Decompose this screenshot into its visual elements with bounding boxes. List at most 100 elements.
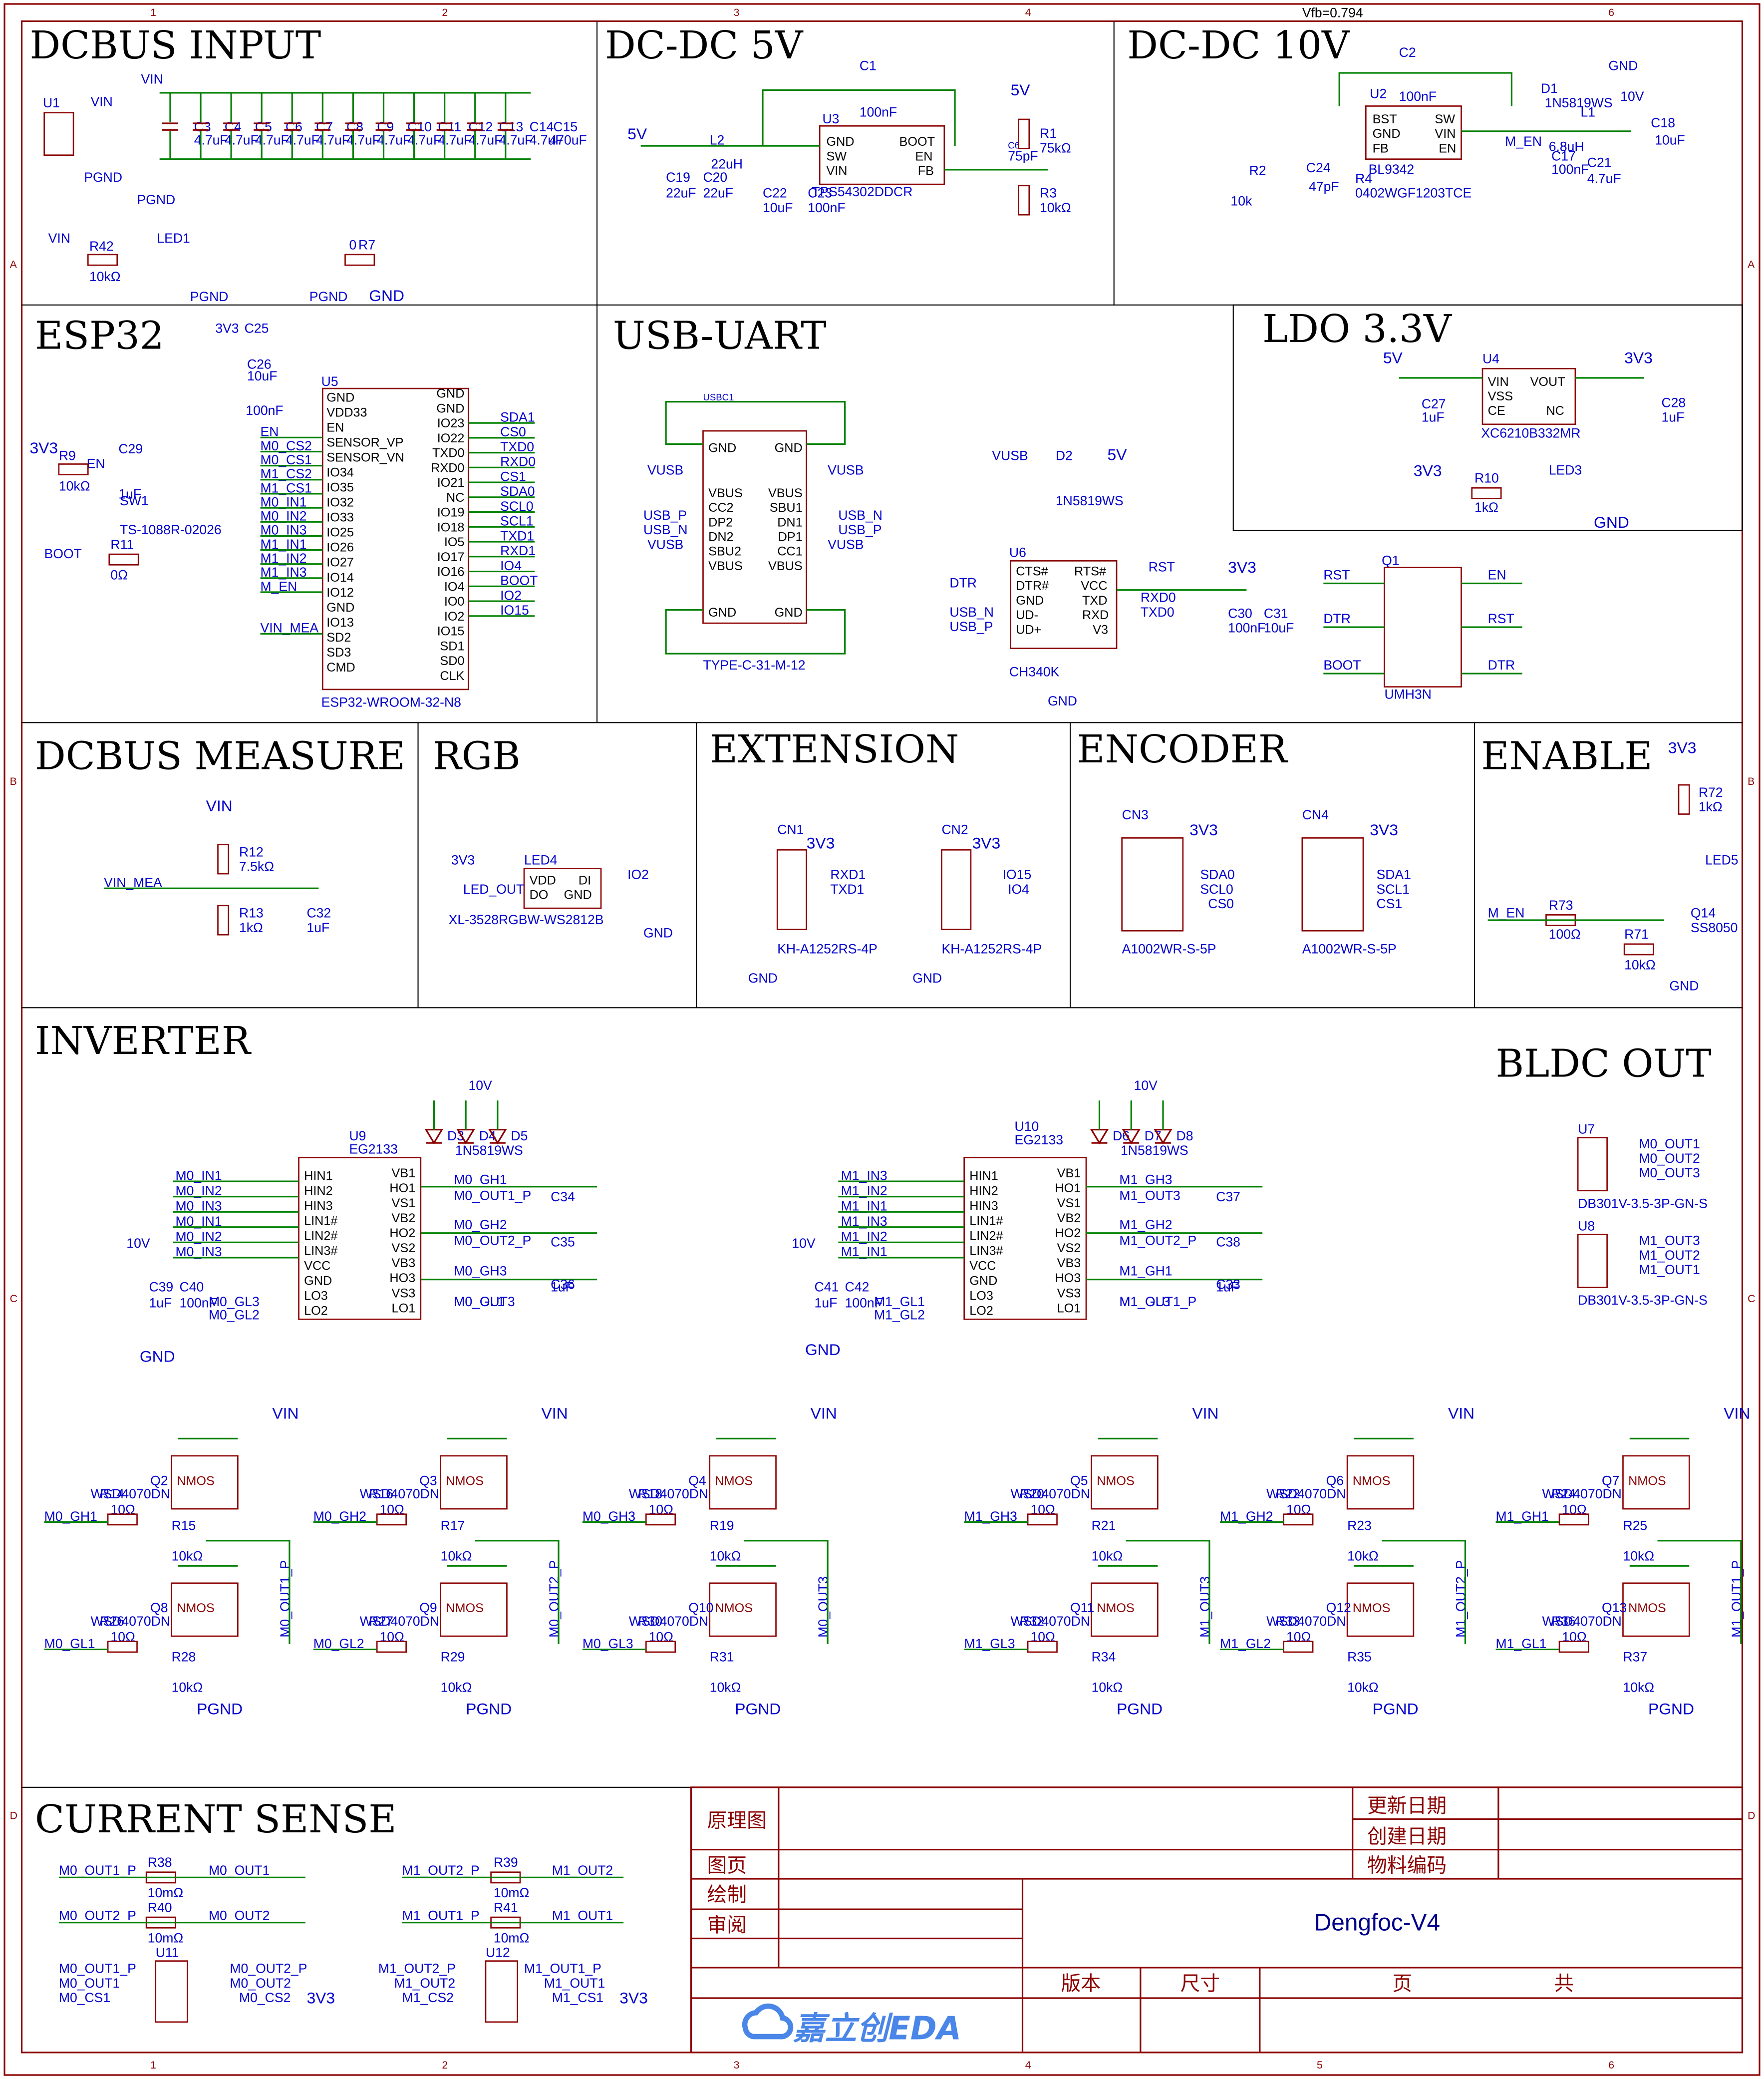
svg-text:NMOS: NMOS xyxy=(1628,1474,1666,1488)
svg-text:IO15: IO15 xyxy=(500,603,529,618)
svg-text:4: 4 xyxy=(1025,2059,1031,2071)
svg-text:NMOS: NMOS xyxy=(1097,1601,1135,1615)
svg-text:M1_OUT1_P: M1_OUT1_P xyxy=(524,1961,601,1976)
svg-text:R29: R29 xyxy=(441,1649,465,1664)
svg-text:USB_N: USB_N xyxy=(643,522,688,537)
svg-text:USB_N: USB_N xyxy=(838,508,882,523)
svg-text:10kΩ: 10kΩ xyxy=(1623,1549,1654,1564)
svg-text:1uF: 1uF xyxy=(306,920,329,935)
svg-text:CN4: CN4 xyxy=(1302,807,1329,822)
svg-text:M1_OUT1_P: M1_OUT1_P xyxy=(402,1908,480,1923)
svg-text:R27: R27 xyxy=(369,1614,393,1629)
label-update-date: 更新日期 xyxy=(1367,1794,1447,1817)
svg-text:VIN: VIN xyxy=(1435,127,1456,141)
svg-text:PGND: PGND xyxy=(1117,1700,1163,1718)
cap-value: 4.7uF xyxy=(255,132,289,147)
svg-text:CLK: CLK xyxy=(440,669,464,683)
svg-text:3V3: 3V3 xyxy=(1189,821,1218,839)
svg-text:M0_OUT1_P: M0_OUT1_P xyxy=(454,1188,531,1203)
svg-text:R7: R7 xyxy=(358,237,375,252)
svg-text:CC1: CC1 xyxy=(777,545,802,559)
svg-text:PGND: PGND xyxy=(309,289,348,304)
svg-text:U4: U4 xyxy=(1482,351,1499,366)
svg-text:IO26: IO26 xyxy=(326,541,354,555)
svg-text:B: B xyxy=(1748,775,1755,787)
svg-text:C17: C17 xyxy=(1551,148,1576,163)
svg-text:10uF: 10uF xyxy=(1264,621,1294,636)
svg-text:10kΩ: 10kΩ xyxy=(172,1680,203,1695)
svg-text:D1: D1 xyxy=(1541,81,1558,96)
svg-text:GND: GND xyxy=(826,135,854,149)
svg-text:3V3: 3V3 xyxy=(807,834,835,852)
svg-text:LO2: LO2 xyxy=(304,1304,328,1318)
cap-value: 4.7uF xyxy=(438,132,472,147)
svg-text:R41: R41 xyxy=(494,1900,518,1915)
svg-text:NMOS: NMOS xyxy=(715,1474,753,1488)
svg-text:NMOS: NMOS xyxy=(1097,1474,1135,1488)
svg-text:C25: C25 xyxy=(245,321,269,336)
svg-text:WSD4070DN: WSD4070DN xyxy=(360,1614,439,1629)
svg-text:IO34: IO34 xyxy=(326,466,354,480)
svg-text:100Ω: 100Ω xyxy=(1549,927,1581,942)
svg-text:WSD4070DN: WSD4070DN xyxy=(91,1614,170,1629)
svg-text:VBUS: VBUS xyxy=(768,559,803,573)
svg-text:M1_GL3: M1_GL3 xyxy=(964,1636,1015,1651)
svg-text:Q6: Q6 xyxy=(1326,1473,1344,1488)
svg-text:C27: C27 xyxy=(1422,396,1446,411)
section-title-ldo: LDO 3.3V xyxy=(1262,307,1452,351)
svg-text:VUSB: VUSB xyxy=(828,463,864,478)
svg-text:100nF: 100nF xyxy=(860,105,897,120)
svg-text:C40: C40 xyxy=(180,1280,204,1295)
svg-text:IO15: IO15 xyxy=(437,625,465,639)
svg-text:HO1: HO1 xyxy=(389,1181,415,1195)
svg-text:10kΩ: 10kΩ xyxy=(1623,1680,1654,1695)
svg-text:5V: 5V xyxy=(627,125,647,143)
svg-text:HO2: HO2 xyxy=(1055,1226,1081,1240)
svg-text:1N5819WS: 1N5819WS xyxy=(1545,95,1613,110)
svg-text:R34: R34 xyxy=(1092,1649,1116,1664)
svg-text:M0_GL1: M0_GL1 xyxy=(44,1636,95,1651)
svg-text:C15: C15 xyxy=(553,119,578,134)
svg-text:NMOS: NMOS xyxy=(446,1474,484,1488)
svg-text:VIN_MEA: VIN_MEA xyxy=(261,621,319,636)
svg-text:VCC: VCC xyxy=(304,1259,330,1273)
svg-text:M1_GH1: M1_GH1 xyxy=(1496,1509,1549,1524)
svg-text:10kΩ: 10kΩ xyxy=(89,269,121,284)
cap-value: 4.7uF xyxy=(407,132,441,147)
svg-text:EN: EN xyxy=(1488,568,1506,583)
svg-text:M1_GH1: M1_GH1 xyxy=(1119,1264,1172,1279)
svg-text:LED4: LED4 xyxy=(524,852,557,867)
svg-text:1uF: 1uF xyxy=(1662,409,1685,424)
svg-text:0Ω: 0Ω xyxy=(110,568,128,583)
cap-ref: C9 xyxy=(377,119,394,134)
title-block: 原理图 图页 绘制 审阅 更新日期 创建日期 物料编码 Dengfoc-V4 版… xyxy=(690,1786,1744,2054)
svg-text:NMOS: NMOS xyxy=(177,1601,215,1615)
svg-text:GND: GND xyxy=(805,1341,841,1359)
cap-value: 4.7uF xyxy=(225,132,259,147)
usb-c-connector xyxy=(702,430,807,624)
svg-text:VS1: VS1 xyxy=(392,1196,416,1210)
svg-text:IO27: IO27 xyxy=(326,556,354,570)
svg-text:R71: R71 xyxy=(1624,927,1649,942)
svg-text:GND: GND xyxy=(912,971,942,986)
svg-text:WSD4070DN: WSD4070DN xyxy=(1011,1486,1090,1501)
svg-text:RXD1: RXD1 xyxy=(830,867,866,882)
svg-text:C21: C21 xyxy=(1587,155,1612,170)
svg-text:R13: R13 xyxy=(239,906,264,921)
svg-text:CN3: CN3 xyxy=(1122,807,1149,822)
svg-text:TXD0: TXD0 xyxy=(1141,605,1175,620)
svg-text:M1_CS2: M1_CS2 xyxy=(261,466,312,481)
svg-text:WSD4070DN: WSD4070DN xyxy=(629,1486,708,1501)
svg-text:HO1: HO1 xyxy=(1055,1181,1081,1195)
svg-text:R22: R22 xyxy=(1276,1486,1300,1501)
svg-text:PGND: PGND xyxy=(84,170,122,185)
svg-text:VDD: VDD xyxy=(530,873,556,887)
svg-text:M0_GH2: M0_GH2 xyxy=(313,1509,366,1524)
svg-text:DTR: DTR xyxy=(1488,658,1515,673)
svg-text:NC: NC xyxy=(446,491,464,505)
svg-text:10kΩ: 10kΩ xyxy=(710,1549,741,1564)
svg-text:L2: L2 xyxy=(710,132,725,147)
svg-text:VUSB: VUSB xyxy=(647,537,683,552)
svg-text:C19: C19 xyxy=(666,170,690,185)
